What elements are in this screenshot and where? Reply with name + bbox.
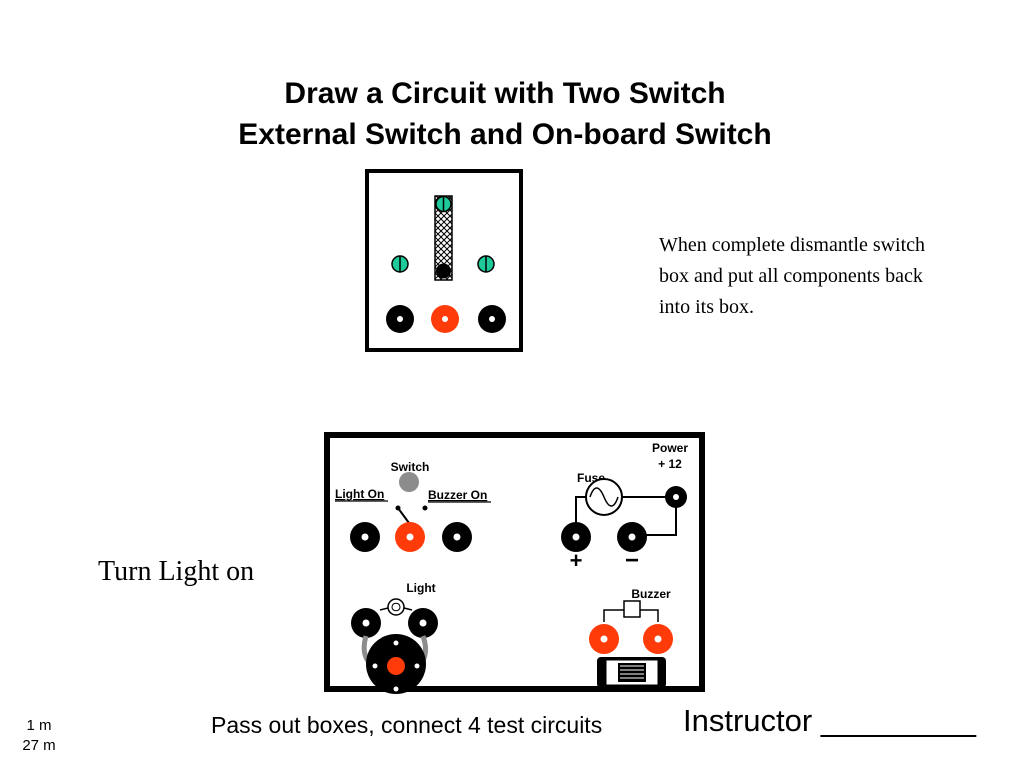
buzzer-terminal-right: [643, 624, 673, 654]
buzzer-on-label: Buzzer On: [428, 488, 487, 502]
external-switch-box: [365, 169, 523, 352]
fuse-icon: [585, 478, 623, 516]
screw-icon-top: [435, 195, 452, 213]
light-label: Light: [406, 581, 435, 595]
screw-icon-left: [391, 255, 409, 273]
switch-terminal-common: [395, 522, 425, 552]
terminal-black-right: [478, 305, 506, 333]
time-marker-1: 1 m: [26, 717, 52, 734]
terminal-red-center: [431, 305, 459, 333]
lamp-filament-icon: [379, 598, 413, 616]
turn-light-on-text: Turn Light on: [98, 556, 255, 587]
light-on-label: Light On: [335, 487, 384, 501]
switch-contacts: [395, 505, 428, 524]
switch-knob-icon: [399, 472, 419, 492]
buzzer-body-icon: [597, 657, 666, 688]
screw-icon-right: [477, 255, 495, 273]
switch-terminal-light-on: [350, 522, 380, 552]
note-line-3: into its box.: [659, 296, 755, 318]
buzzer-symbol-icon: [603, 600, 659, 622]
buzzer-terminal-left: [589, 624, 619, 654]
light-terminal-right: [408, 608, 438, 638]
minus-sign: −: [625, 547, 639, 574]
circuit-board: Switch Light On Buzzer On Power + 12 Fus…: [324, 432, 705, 694]
lamp-socket-icon: [366, 634, 426, 694]
buzzer-label: Buzzer: [631, 587, 671, 601]
dismantle-note: When complete dismantle switch box and p…: [659, 230, 1009, 323]
power-label: Power: [652, 441, 688, 455]
slide-title-line-1: Draw a Circuit with Two Switch: [284, 77, 726, 110]
terminal-negative: [617, 522, 647, 552]
plus-sign: +: [570, 548, 583, 573]
time-marker-2: 27 m: [22, 737, 56, 754]
slide-title-line-2: External Switch and On-board Switch: [238, 118, 772, 151]
pass-out-boxes-text: Pass out boxes, connect 4 test circuits: [211, 712, 603, 738]
switch-label: Switch: [391, 460, 430, 474]
power-voltage-label: + 12: [658, 457, 682, 471]
power-input-terminal: [665, 486, 687, 508]
light-terminal-left: [351, 608, 381, 638]
terminal-black-left: [386, 305, 414, 333]
switch-terminal-buzzer-on: [442, 522, 472, 552]
note-line-1: When complete dismantle switch: [659, 234, 926, 256]
instructor-signature-line: Instructor _________: [683, 703, 976, 738]
terminal-positive: [561, 522, 591, 552]
note-line-2: box and put all components back: [659, 265, 923, 287]
